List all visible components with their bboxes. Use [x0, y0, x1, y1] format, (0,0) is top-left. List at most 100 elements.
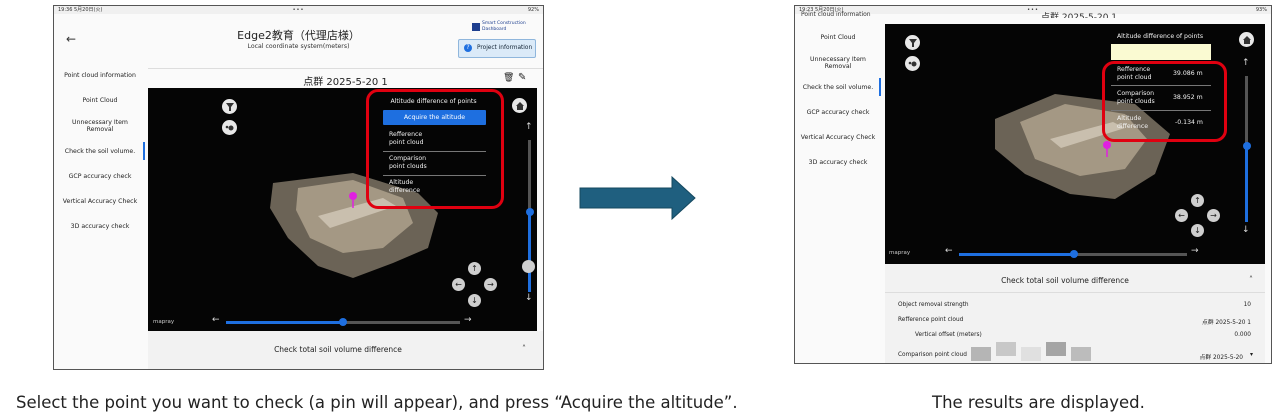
pan-down-arrow-button[interactable]: ↓ [1191, 224, 1204, 237]
toggle-points-button[interactable] [905, 56, 920, 71]
right-arrow-icon[interactable]: → [464, 315, 472, 325]
pan-up-arrow-button[interactable]: ↑ [468, 262, 481, 275]
pan-left-arrow-button[interactable]: ← [1175, 209, 1188, 222]
thumbnail[interactable] [996, 342, 1016, 356]
altitude-results-highlight [1102, 61, 1227, 142]
soil-volume-section-header[interactable]: Check total soil volume difference ˄ [148, 331, 543, 369]
sidebar-item-unnecessary-removal[interactable]: Unnecessary Item Removal [72, 119, 128, 133]
status-time: 19:36 5月20日(火) [58, 7, 103, 13]
altitude-panel: Altitude difference of points Refference… [1105, 30, 1215, 140]
sidebar-item-gcp-accuracy[interactable]: GCP accuracy check [806, 109, 870, 116]
altitude-result-bar [1111, 44, 1211, 60]
coordinate-system-label: Local coordinate system(meters) [247, 43, 350, 50]
pan-down-arrow-button[interactable]: ↓ [468, 294, 481, 307]
sidebar-item-gcp-accuracy[interactable]: GCP accuracy check [68, 173, 132, 180]
pan-right-arrow-button[interactable]: → [1207, 209, 1220, 222]
sidebar-active-indicator [143, 142, 145, 160]
left-arrow-icon[interactable]: ← [945, 246, 953, 256]
sidebar-item-soil-volume[interactable]: Check the soil volume. [64, 148, 136, 155]
chevron-up-icon[interactable]: ˄ [522, 344, 526, 353]
toggle-points-button[interactable] [222, 120, 237, 135]
chevron-up-icon[interactable]: ˄ [1249, 275, 1253, 284]
sidebar-item-unnecessary-removal[interactable]: Unnecessary Item Removal [810, 56, 866, 70]
horizontal-slider-thumb[interactable] [339, 318, 347, 326]
altitude-row-divider [383, 151, 486, 152]
home-button[interactable] [1239, 32, 1254, 47]
down-arrow-icon[interactable]: ↓ [525, 293, 533, 303]
vertical-track-upper[interactable] [1245, 76, 1248, 144]
left-caption: Select the point you want to check (a pi… [16, 393, 738, 412]
sidebar-item-3d-accuracy[interactable]: 3D accuracy check [70, 223, 130, 230]
mapray-logo: mapray [889, 250, 911, 256]
3d-viewer[interactable]: Altitude difference of points Acquire th… [148, 88, 537, 331]
horizontal-track-right[interactable] [1075, 253, 1187, 256]
3d-viewer[interactable]: Altitude difference of points Refference… [885, 24, 1265, 264]
project-info-button[interactable]: ? Project information [458, 39, 536, 58]
back-arrow-icon[interactable]: ← [66, 32, 77, 46]
altitude-row-divider [1111, 85, 1211, 86]
filter-button[interactable] [222, 99, 237, 114]
altitude-row-comparison: Comparison point clouds [389, 155, 427, 170]
sidebar-item-vertical-accuracy[interactable]: Vertical Accuracy Check [800, 134, 876, 141]
down-arrow-icon[interactable]: ↓ [1242, 225, 1250, 235]
horizontal-slider-thumb[interactable] [1070, 250, 1078, 258]
altitude-row-difference-value: -0.134 m [1175, 119, 1203, 126]
acquire-altitude-button[interactable]: Acquire the altitude [383, 110, 486, 125]
sidebar-item-vertical-accuracy[interactable]: Vertical Accuracy Check [62, 198, 138, 205]
sidebar-item-point-cloud[interactable]: Point Cloud [820, 34, 856, 41]
thumbnail-strip [971, 339, 1091, 363]
point-cloud-road [1050, 122, 1125, 148]
sidebar: Point cloud information Point Cloud Unne… [54, 68, 146, 369]
up-arrow-icon[interactable]: ↑ [525, 122, 533, 132]
soil-volume-section-title[interactable]: Check total soil volume difference [1001, 276, 1129, 285]
cut-off-sidebar-item: Point cloud information [801, 11, 871, 17]
vertical-track-upper[interactable] [528, 140, 531, 212]
pan-left-arrow-button[interactable]: ← [452, 278, 465, 291]
vertical-slider-thumb[interactable] [526, 208, 534, 216]
horizontal-track-right[interactable] [344, 321, 460, 324]
vertical-slider-thumb[interactable] [1243, 142, 1251, 150]
cut-off-title: 点群 2025-5-20 1 [1041, 13, 1118, 18]
thumbnail[interactable] [1021, 347, 1041, 361]
setting-label-removal-strength: Object removal strength [898, 302, 969, 308]
edit-pencil-icon[interactable]: ✎ [518, 72, 527, 83]
status-battery: 93% [1255, 7, 1267, 13]
filter-button[interactable] [905, 35, 920, 50]
setting-value-vertical-offset[interactable]: 0.000 [1234, 332, 1251, 338]
setting-value-comparison-cloud[interactable]: 点群 2025-5-20 [1199, 355, 1243, 361]
horizontal-track-left[interactable] [226, 321, 344, 324]
setting-value-reference-cloud[interactable]: 点群 2025-5-20 1 [1202, 320, 1251, 326]
sidebar-item-3d-accuracy[interactable]: 3D accuracy check [808, 159, 868, 166]
altitude-row-divider [383, 175, 486, 176]
up-arrow-icon[interactable]: ↑ [1242, 58, 1250, 68]
sidebar-item-point-cloud-info[interactable]: Point cloud information [64, 72, 136, 79]
dropdown-icon[interactable]: ▾ [1249, 351, 1253, 358]
status-bar: 19:23 5月20日(火) ••• 93% [795, 6, 1271, 14]
vertical-track-lower[interactable] [528, 212, 531, 292]
left-screenshot: 19:36 5月20日(火) ••• 92% ← Edge2教育（代理店様） L… [53, 5, 544, 370]
sidebar-item-soil-volume[interactable]: Check the soil volume. [802, 84, 874, 91]
setting-label-reference-cloud: Refference point cloud [898, 317, 964, 323]
thumbnail[interactable] [1071, 347, 1091, 361]
right-arrow-icon[interactable]: → [1191, 246, 1199, 256]
soil-volume-section-title: Check total soil volume difference [274, 345, 402, 354]
thumbnail[interactable] [971, 347, 991, 361]
left-arrow-icon[interactable]: ← [212, 315, 220, 325]
horizontal-track-left[interactable] [959, 253, 1075, 256]
pan-right-arrow-button[interactable]: → [484, 278, 497, 291]
mapray-logo: mapray [153, 319, 175, 325]
sidebar-item-point-cloud[interactable]: Point Cloud [82, 97, 118, 104]
setting-label-comparison-cloud: Comparison point cloud [898, 352, 967, 358]
vertical-track-lower[interactable] [1245, 144, 1248, 222]
home-button[interactable] [512, 98, 527, 113]
altitude-row-difference: Altitude difference [389, 179, 421, 194]
trash-icon[interactable]: 🗑 [503, 73, 515, 83]
pan-up-button[interactable] [522, 260, 535, 273]
thumbnail[interactable] [1046, 342, 1066, 356]
setting-value-removal-strength[interactable]: 10 [1243, 302, 1251, 308]
altitude-panel-title: Altitude difference of points [1116, 33, 1204, 40]
status-battery: 92% [527, 7, 539, 13]
brand-mark-icon [472, 23, 480, 31]
brand-logo: Smart Construction Dashboard [472, 21, 526, 35]
pan-up-arrow-button[interactable]: ↑ [1191, 194, 1204, 207]
